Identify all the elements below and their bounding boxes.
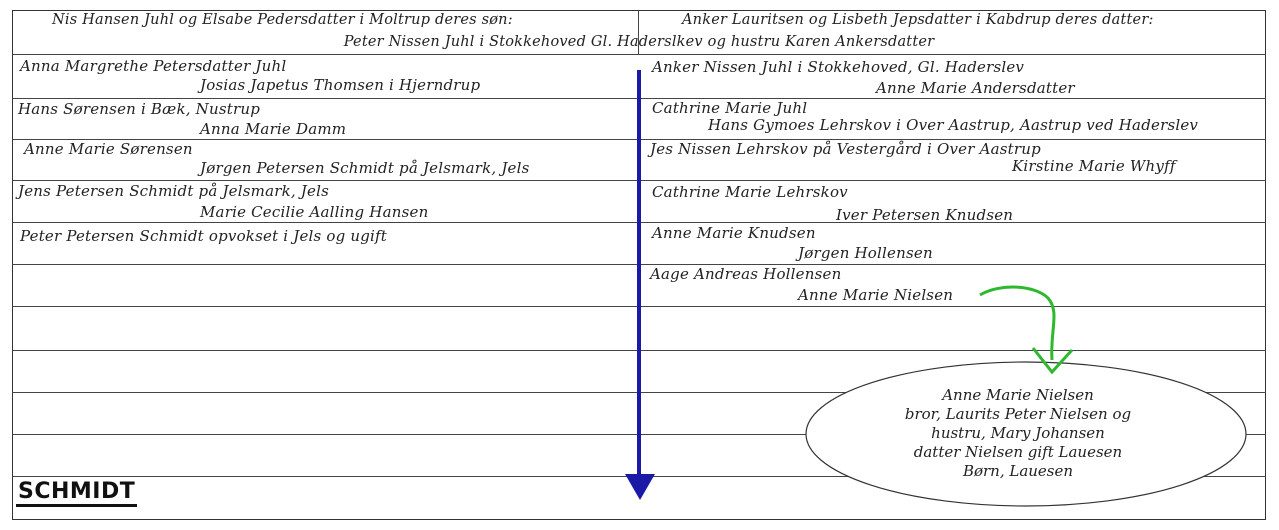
callout-line-3: hustru, Mary Johansen [931,424,1105,442]
callout-ellipse [805,361,1247,507]
left-row-1-name: Anna Margrethe Petersdatter Juhl [20,57,287,75]
schmidt-logo: SCHMIDT [16,480,138,507]
callout-line-4: datter Nielsen gift Lauesen [913,443,1123,461]
right-row-4-name: Cathrine Marie Lehrskov [652,183,848,201]
left-row-4-spouse: Marie Cecilie Aalling Hansen [200,203,429,221]
left-row-2-name: Hans Sørensen i Bæk, Nustrup [18,100,261,118]
left-row-1-spouse: Josias Japetus Thomsen i Hjerndrup [200,76,481,94]
left-row-5-name: Peter Petersen Schmidt opvokset i Jels o… [20,227,388,245]
right-row-1-name: Anker Nissen Juhl i Stokkehoved, Gl. Had… [652,58,1025,76]
right-row-5-name: Anne Marie Knudsen [652,224,816,242]
right-row-3-spouse: Kirstine Marie Whyff [1012,157,1176,175]
callout-arrow-head [1031,347,1074,375]
header-right-parents: Anker Lauritsen og Lisbeth Jepsdatter i … [682,12,1154,28]
header-couple: Peter Nissen Juhl i Stokkehoved Gl. Hade… [343,34,935,50]
right-row-3-name: Jes Nissen Lehrskov på Vestergård i Over… [650,140,1041,158]
callout-line-1: Anne Marie Nielsen [942,386,1094,404]
genealogy-frame [12,10,1266,520]
callout-text: Anne Marie Nielsen bror, Laurits Peter N… [868,386,1168,481]
right-row-2-name: Cathrine Marie Juhl [652,99,808,117]
right-row-6-name: Aage Andreas Hollensen [650,265,842,283]
left-row-3-name: Anne Marie Sørensen [24,140,193,158]
left-row-4-name: Jens Petersen Schmidt på Jelsmark, Jels [18,182,329,200]
callout-line-2: bror, Laurits Peter Nielsen og [904,405,1132,423]
header-divider [638,10,639,54]
header-left-parents: Nis Hansen Juhl og Elsabe Pedersdatter i… [52,12,513,28]
right-row-5-spouse: Jørgen Hollensen [798,244,933,262]
right-row-6-spouse: Anne Marie Nielsen [798,286,954,304]
left-row-3-spouse: Jørgen Petersen Schmidt på Jelsmark, Jel… [200,159,530,177]
right-row-4-spouse: Iver Petersen Knudsen [836,206,1014,224]
main-descent-arrow-head [625,474,655,500]
row-divider [12,54,1266,55]
callout-arrow-curve [979,285,1056,361]
right-row-1-spouse: Anne Marie Andersdatter [876,79,1075,97]
left-row-2-spouse: Anna Marie Damm [200,120,347,138]
right-row-2-spouse: Hans Gymoes Lehrskov i Over Aastrup, Aas… [708,116,1199,134]
callout-line-5: Børn, Lauesen [962,462,1074,480]
